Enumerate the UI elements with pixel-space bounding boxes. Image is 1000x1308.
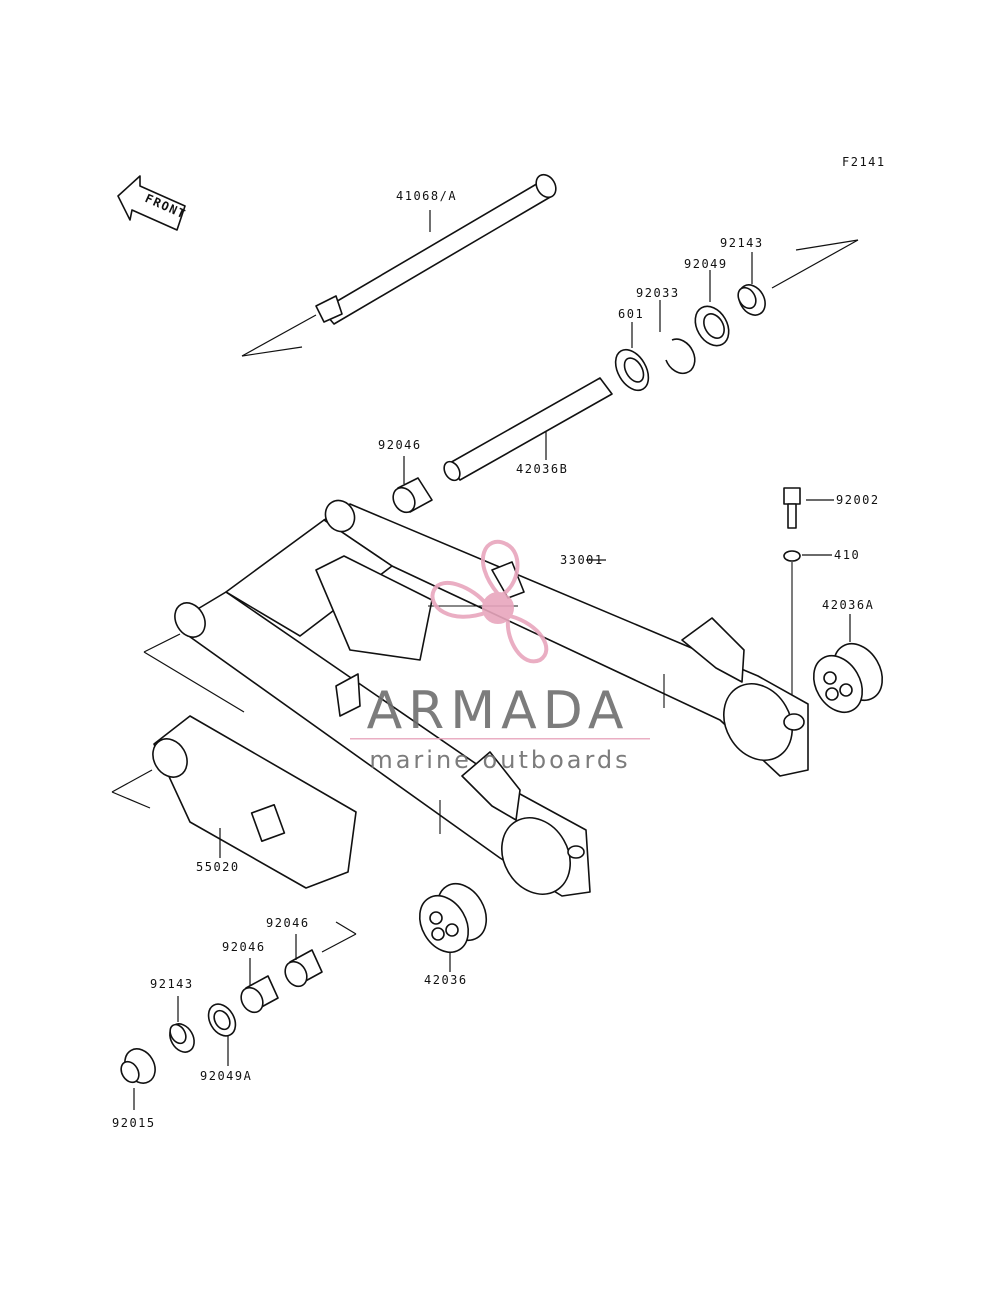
figure-code: F2141 <box>842 155 886 169</box>
needle-bearing-92046-a <box>240 975 279 1014</box>
swingarm-33001 <box>174 499 809 897</box>
front-arrow-icon: FRONT <box>117 175 188 231</box>
collar-92143-bottom <box>169 1023 195 1053</box>
bush-42036A <box>812 642 884 714</box>
watermark-tagline: marine outboards <box>369 746 630 774</box>
label-92015: 92015 <box>112 1116 156 1130</box>
label-410: 410 <box>834 548 860 562</box>
label-42036B: 42036B <box>516 462 568 476</box>
label-33001: 33001 <box>560 553 604 567</box>
watermark-divider <box>350 738 650 740</box>
label-92046-top: 92046 <box>378 438 422 452</box>
washer-410 <box>783 550 801 562</box>
label-92049: 92049 <box>684 257 728 271</box>
propeller-logo-icon <box>430 540 549 664</box>
label-92002: 92002 <box>836 493 880 507</box>
label-601: 601 <box>618 307 644 321</box>
collar-92143-top <box>737 239 859 316</box>
circlip-92033 <box>665 338 696 375</box>
label-55020: 55020 <box>196 860 240 874</box>
chain-guard-55020 <box>111 633 357 889</box>
watermark-logo: ARMADA marine outboards <box>350 540 650 774</box>
collar-92015 <box>120 1048 156 1084</box>
bush-42036 <box>418 882 488 954</box>
label-92046-b: 92046 <box>266 916 310 930</box>
bolt-92002 <box>783 487 801 529</box>
label-92143-top: 92143 <box>720 236 764 250</box>
watermark-brand: ARMADA <box>367 681 630 741</box>
bearing-601 <box>614 348 650 392</box>
pivot-shaft <box>241 173 557 357</box>
label-92049A: 92049A <box>200 1069 252 1083</box>
label-92033: 92033 <box>636 286 680 300</box>
label-42036A: 42036A <box>822 598 874 612</box>
sleeve-42036B <box>443 377 613 482</box>
label-92143-bottom: 92143 <box>150 977 194 991</box>
needle-bearing-92046-b <box>284 921 357 988</box>
seal-92049A <box>207 1003 237 1037</box>
label-92046-a: 92046 <box>222 940 266 954</box>
label-41068A: 41068/A <box>396 189 457 203</box>
label-42036: 42036 <box>424 973 468 987</box>
needle-bearing-92046-top <box>392 477 433 514</box>
seal-92049 <box>694 305 730 347</box>
